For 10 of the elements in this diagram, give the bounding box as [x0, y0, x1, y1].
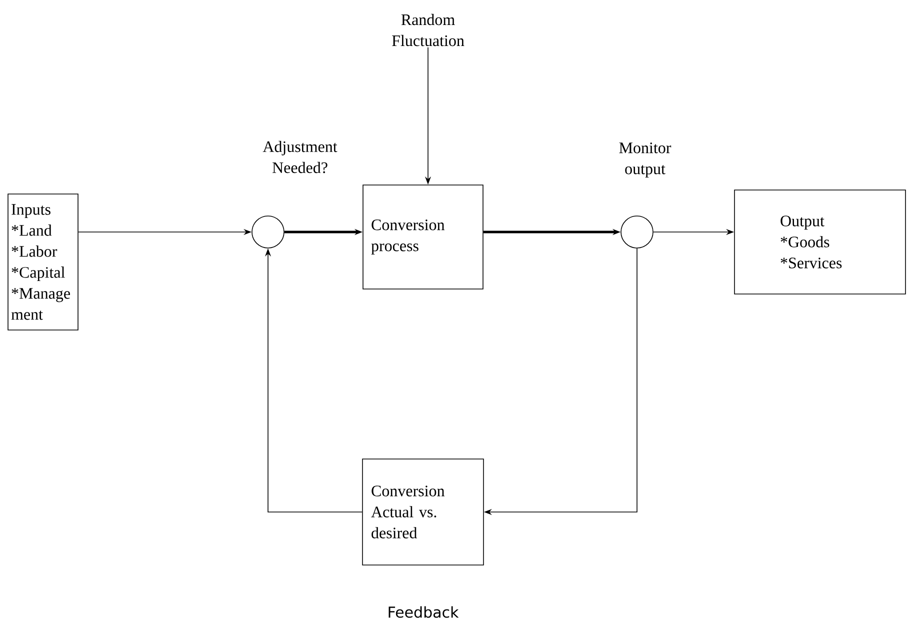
process-box: Output *Goods *Services — [734, 190, 906, 294]
process-box: Conversion Actual vs. desired — [362, 458, 484, 566]
input-label: Random Fluctuation — [392, 14, 464, 46]
node-caption: Monitor output — [619, 142, 672, 178]
process-box: Inputs *Land *Labor *Capital *Manage ment — [8, 194, 78, 330]
summing-circle — [252, 216, 284, 248]
process-box: Conversion process — [362, 184, 484, 290]
node-caption: Adjustment Needed? — [262, 140, 338, 174]
caption: Feedback — [388, 606, 459, 618]
summing-circle — [620, 216, 654, 248]
